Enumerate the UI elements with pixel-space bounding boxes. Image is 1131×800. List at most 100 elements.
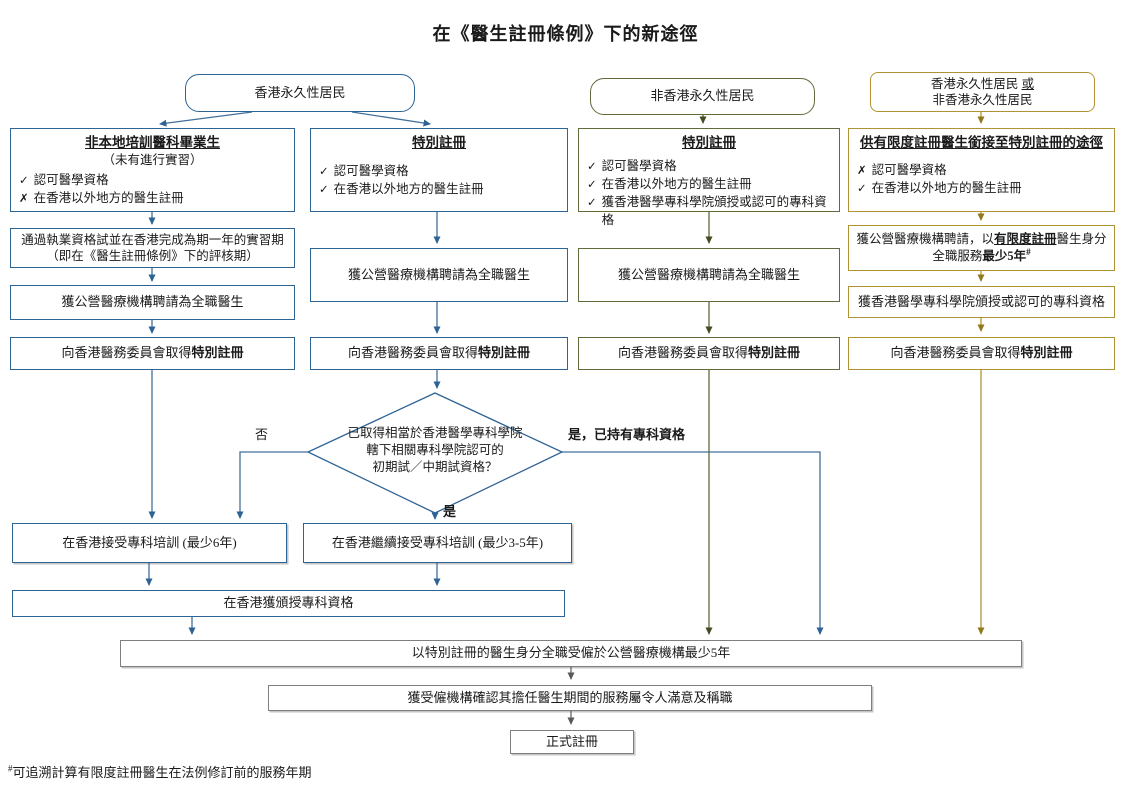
node-formal-registration-label: 正式註冊 bbox=[545, 733, 598, 749]
node-non-hk-permanent-resident-label: 非香港永久性居民 bbox=[650, 88, 755, 104]
register-label: 向香港醫務委員會取得特別註冊 bbox=[618, 345, 800, 362]
check-row: ✓ 在香港以外地方的醫生註冊 bbox=[857, 179, 1022, 197]
node-non-local-graduates: 非本地培訓醫科畢業生 （未有進行實習） ✓ 認可醫學資格 ✗ 在香港以外地方的醫生註… bbox=[10, 128, 295, 212]
node-col3-public-employment: 獲公營醫療機構聘請為全職醫生 bbox=[578, 248, 840, 302]
node-col3-public-employment-label: 獲公營醫療機構聘請為全職醫生 bbox=[617, 266, 800, 282]
node-specialist-training-6y-label: 在香港接受專科培訓 (最少6年) bbox=[62, 534, 237, 550]
limited-registration-bold: 有限度註冊 bbox=[993, 232, 1057, 247]
check-icon: ✓ bbox=[319, 181, 329, 196]
edge-hkpr-to-grads bbox=[159, 111, 253, 127]
node-col2-public-employment: 獲公營醫療機構聘請為全職醫生 bbox=[310, 248, 568, 302]
node-employer-confirmation-label: 獲受僱機構確認其擔任醫生期間的服務屬令人滿意及稱職 bbox=[407, 689, 733, 705]
node-awarded-specialist-qualification-label: 在香港獲頒授專科資格 bbox=[223, 595, 354, 611]
register-label: 向香港醫務委員會取得特別註冊 bbox=[61, 345, 243, 362]
node-special-registration-hkpr: 特別註冊 ✓ 認可醫學資格 ✓ 在香港以外地方的醫生註冊 bbox=[310, 128, 568, 212]
check-list: ✓ 認可醫學資格 ✓ 在香港以外地方的醫生註冊 bbox=[319, 162, 484, 198]
check-text: 認可醫學資格 bbox=[601, 158, 677, 173]
decision-question: 已取得相當於香港醫學專科學院 轄下相關專科學院認可的 初期試／中期試資格？ bbox=[325, 425, 545, 476]
check-icon: ✓ bbox=[587, 194, 597, 209]
node-hk-permanent-resident-label: 香港永久性居民 bbox=[254, 84, 346, 100]
check-icon: ✓ bbox=[319, 163, 329, 178]
check-text: 認可醫學資格 bbox=[333, 163, 409, 178]
register-bold: 特別註冊 bbox=[748, 345, 801, 361]
node-non-local-graduates-subtitle: （未有進行實習） bbox=[102, 152, 203, 167]
check-list: ✓認可醫學資格 ✓ 在香港以外地方的醫生註冊 ✓ 獲香港醫學專科學院頒授或認可的專科… bbox=[587, 157, 831, 230]
check-text: 獲香港醫學專科學院頒授或認可的專科資格 bbox=[601, 194, 827, 227]
node-continue-training-3-5y-label: 在香港繼續接受專科培訓 (最少3-5年) bbox=[331, 534, 544, 550]
check-icon: ✓ bbox=[587, 176, 597, 191]
node-non-local-graduates-title: 非本地培訓醫科畢業生 bbox=[85, 135, 220, 150]
check-row: ✓ 認可醫學資格 bbox=[19, 171, 184, 189]
check-list: ✓ 認可醫學資格 ✗ 在香港以外地方的醫生註冊 bbox=[19, 171, 184, 207]
decision-line1: 已取得相當於香港醫學專科學院 bbox=[347, 426, 523, 440]
check-row: ✗認可醫學資格 bbox=[857, 161, 1022, 179]
footnote: #可追溯計算有限度註冊醫生在法例修訂前的服務年期 bbox=[8, 762, 312, 781]
node-employer-confirmation: 獲受僱機構確認其擔任醫生期間的服務屬令人滿意及稱職 bbox=[268, 685, 872, 711]
register-prefix: 向香港醫務委員會取得 bbox=[347, 345, 478, 361]
node-serve-5-years-public: 以特別註冊的醫生身分全職受僱於公營醫療機構最少5年 bbox=[120, 640, 1022, 667]
check-row: ✓ 獲香港醫學專科學院頒授或認可的專科資格 bbox=[587, 193, 831, 229]
node-limited-registration-bridge: 供有限度註冊醫生銜接至特別註冊的途徑 ✗認可醫學資格 ✓ 在香港以外地方的醫生註冊 bbox=[848, 128, 1115, 212]
check-icon: ✓ bbox=[19, 172, 29, 187]
min-5-years-bold: 最少5年 bbox=[982, 249, 1027, 264]
node-awarded-specialist-qualification: 在香港獲頒授專科資格 bbox=[12, 590, 565, 617]
node-col2-obtain-special-registration: 向香港醫務委員會取得特別註冊 bbox=[310, 337, 568, 370]
node-col1-obtain-special-registration: 向香港醫務委員會取得特別註冊 bbox=[10, 337, 295, 370]
edge-decision-no bbox=[236, 451, 308, 519]
node-col4-academy-qualification: 獲香港醫學專科學院頒授或認可的專科資格 bbox=[848, 286, 1115, 318]
node-hk-or-non-hk-resident: 香港永久性居民 或 非香港永久性居民 bbox=[870, 72, 1095, 112]
label-yes-specialist: 是，已持有專科資格 bbox=[568, 427, 686, 442]
node-hk-or-non-hk-line2: 非香港永久性居民 bbox=[932, 93, 1033, 107]
text-segment: 全職服務 bbox=[932, 249, 983, 264]
check-row: ✓認可醫學資格 bbox=[587, 157, 831, 175]
register-bold: 特別註冊 bbox=[191, 345, 244, 361]
register-prefix: 向香港醫務委員會取得 bbox=[617, 345, 748, 361]
node-continue-training-3-5y: 在香港繼續接受專科培訓 (最少3-5年) bbox=[303, 523, 572, 563]
node-special-registration-nonhk-title: 特別註冊 bbox=[682, 135, 736, 150]
decision-line3: 初期試／中期試資格？ bbox=[372, 459, 498, 474]
node-col4-limited-registration-service: 獲公營醫療機構聘請，以有限度註冊醫生身分 全職服務最少5年# bbox=[848, 225, 1115, 271]
node-col2-public-employment-label: 獲公營醫療機構聘請為全職醫生 bbox=[347, 266, 530, 282]
decision-line2: 轄下相關專科學院認可的 bbox=[366, 442, 504, 457]
check-text: 在香港以外地方的醫生註冊 bbox=[33, 190, 184, 205]
register-label: 向香港醫務委員會取得特別註冊 bbox=[348, 345, 530, 362]
limited-service-line1: 獲公營醫療機構聘請，以有限度註冊醫生身分 bbox=[856, 231, 1106, 247]
either-or-text: 或 bbox=[1021, 76, 1035, 91]
node-col4-obtain-special-registration: 向香港醫務委員會取得特別註冊 bbox=[848, 337, 1115, 370]
node-col4-academy-qualification-label: 獲香港醫學專科學院頒授或認可的專科資格 bbox=[857, 293, 1105, 309]
check-text: 在香港以外地方的醫生註冊 bbox=[871, 180, 1022, 195]
node-formal-registration: 正式註冊 bbox=[510, 730, 634, 754]
text-segment: 醫生身分 bbox=[1056, 232, 1107, 247]
register-bold: 特別註冊 bbox=[1020, 345, 1073, 361]
node-special-registration-nonhk: 特別註冊 ✓認可醫學資格 ✓ 在香港以外地方的醫生註冊 ✓ 獲香港醫學專科學院頒授或… bbox=[578, 128, 840, 227]
check-row: ✗ 在香港以外地方的醫生註冊 bbox=[19, 189, 184, 207]
node-licensing-exam-internship: 通過執業資格試並在香港完成為期一年的實習期 （即在《醫生註冊條例》下的評核期） bbox=[10, 228, 295, 268]
check-list: ✗認可醫學資格 ✓ 在香港以外地方的醫生註冊 bbox=[857, 161, 1022, 197]
label-yes: 是 bbox=[443, 504, 457, 519]
exam-line2: （即在《醫生註冊條例》下的評核期） bbox=[46, 249, 259, 263]
node-serve-5-years-public-label: 以特別註冊的醫生身分全職受僱於公營醫療機構最少5年 bbox=[411, 645, 731, 661]
footnote-marker: # bbox=[1026, 247, 1031, 258]
node-hk-permanent-resident: 香港永久性居民 bbox=[185, 74, 415, 112]
text-segment: 獲公營醫療機構聘請，以 bbox=[856, 232, 994, 247]
check-text: 認可醫學資格 bbox=[871, 162, 947, 177]
limited-service-line2: 全職服務最少5年# bbox=[932, 247, 1030, 264]
check-text: 在香港以外地方的醫生註冊 bbox=[333, 181, 484, 196]
check-text: 在香港以外地方的醫生註冊 bbox=[601, 176, 752, 191]
edge-decision-yes-specialist bbox=[562, 451, 824, 635]
node-special-registration-hkpr-title: 特別註冊 bbox=[412, 135, 466, 150]
node-col1-public-employment: 獲公營醫療機構聘請為全職醫生 bbox=[10, 285, 295, 320]
check-text: 認可醫學資格 bbox=[33, 172, 109, 187]
check-icon: ✓ bbox=[857, 180, 867, 195]
register-label: 向香港醫務委員會取得特別註冊 bbox=[890, 345, 1072, 362]
footnote-marker: # bbox=[8, 763, 13, 774]
node-specialist-training-6y: 在香港接受專科培訓 (最少6年) bbox=[12, 523, 287, 563]
footnote-text: 可追溯計算有限度註冊醫生在法例修訂前的服務年期 bbox=[12, 765, 312, 780]
check-row: ✓ 在香港以外地方的醫生註冊 bbox=[587, 175, 831, 193]
node-limited-registration-bridge-title: 供有限度註冊醫生銜接至特別註冊的途徑 bbox=[860, 135, 1103, 150]
check-row: ✓ 在香港以外地方的醫生註冊 bbox=[319, 180, 484, 198]
cross-icon: ✗ bbox=[19, 190, 29, 205]
register-prefix: 向香港醫務委員會取得 bbox=[61, 345, 192, 361]
